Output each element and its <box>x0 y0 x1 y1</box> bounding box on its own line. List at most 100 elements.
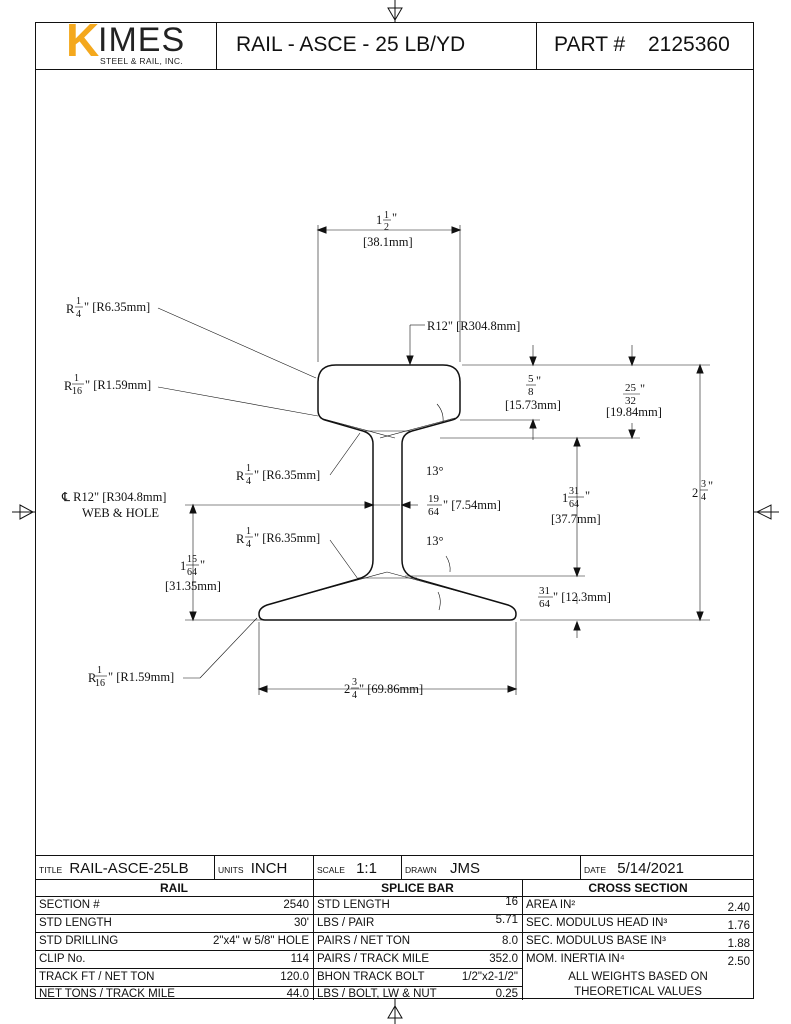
web-height-num: 31 <box>569 486 579 497</box>
base-width-mm: " [69.86mm] <box>359 682 423 696</box>
base-width-num: 3 <box>352 677 357 688</box>
splice-label: STD LENGTH <box>317 899 390 911</box>
head-width-den: 2 <box>384 222 389 233</box>
table-row: SECTION # 2540 <box>35 897 313 914</box>
table-row: SEC. MODULUS HEAD IN³ 1.76 <box>522 915 754 932</box>
cross-label: MOM. INERTIA IN⁴ <box>526 953 625 965</box>
units-label: UNITS <box>218 865 244 875</box>
hole-height-den: 64 <box>187 567 197 578</box>
splice-value: 1/2"x2-1/2" <box>461 971 518 983</box>
table-row: PAIRS / NET TON 8.0 <box>313 933 522 950</box>
web-height-whole: 1 <box>562 491 568 505</box>
cross-value: 1.76 <box>727 920 750 932</box>
web-height-inch: " <box>585 489 590 503</box>
head-depth-inch: " <box>536 374 541 388</box>
table-row: SEC. MODULUS BASE IN³ 1.88 <box>522 933 754 950</box>
table-row: PAIRS / TRACK MILE 352.0 <box>313 951 522 968</box>
cross-label: SEC. MODULUS HEAD IN³ <box>526 917 668 929</box>
hole-height-inch: " <box>200 558 205 572</box>
hole-height-whole: 1 <box>180 559 186 573</box>
drawing-header: K IMES STEEL & RAIL, INC. RAIL - ASCE - … <box>35 17 754 70</box>
splice-value: 8.0 <box>502 935 518 947</box>
table-row: BHON TRACK BOLT 1/2"x2-1/2" <box>313 969 522 986</box>
rail-label: SECTION # <box>39 899 100 911</box>
logo-wordmark: IMES <box>98 21 186 59</box>
splice-value: 16 <box>505 896 518 908</box>
title-value: RAIL-ASCE-25LB <box>69 860 189 877</box>
height-inch: " <box>708 479 713 493</box>
splice-label: LBS / BOLT, LW & NUT <box>317 988 437 1000</box>
date-label: DATE <box>584 865 607 875</box>
splice-label: PAIRS / TRACK MILE <box>317 953 430 965</box>
registration-mark-top <box>387 0 403 22</box>
cross-value: 2.40 <box>727 902 750 914</box>
logo-tagline: STEEL & RAIL, INC. <box>100 56 184 66</box>
base-thk-mm: " [12.3mm] <box>553 590 611 604</box>
cross-value: 2.50 <box>727 956 750 968</box>
table-row: LBS / PAIR 5.71 <box>313 914 522 932</box>
r16-low-letter: R <box>88 671 97 685</box>
r16-low-den: 16 <box>95 678 105 689</box>
base-width-whole: 2 <box>344 682 350 696</box>
r16-top-letter: R <box>64 379 73 393</box>
height-whole: 2 <box>692 486 698 500</box>
rail-value: 114 <box>290 953 309 965</box>
part-label: PART # <box>554 33 626 56</box>
rail-label: STD LENGTH <box>39 917 112 929</box>
weights-note-line2: THEORETICAL VALUES <box>574 986 702 998</box>
r-mid-letter: R <box>236 469 245 483</box>
web-hole-label: WEB & HOLE <box>82 506 159 520</box>
date-value: 5/14/2021 <box>617 860 684 877</box>
splice-value: 352.0 <box>489 953 518 965</box>
r16-low-num: 1 <box>97 665 102 676</box>
logo-letter-k: K <box>66 14 100 66</box>
table-row: LBS / BOLT, LW & NUT 0.25 <box>313 986 522 1003</box>
cross-label: AREA IN² <box>526 899 576 911</box>
divider <box>580 856 581 879</box>
divider <box>35 950 754 951</box>
rail-value: 44.0 <box>286 988 309 1000</box>
weights-note-line1: ALL WEIGHTS BASED ON <box>568 971 708 983</box>
table-row: STD LENGTH 16 <box>313 896 522 914</box>
drawing-title: RAIL - ASCE - 25 LB/YD <box>236 33 466 56</box>
rail-label: STD DRILLING <box>39 935 119 947</box>
divider <box>35 914 754 915</box>
r16-low-mm: " [R1.59mm] <box>108 670 174 684</box>
r-mid-num: 1 <box>246 463 251 474</box>
head-depth-den: 8 <box>528 386 534 398</box>
part-number: 2125360 <box>648 33 730 56</box>
cross-value: 1.88 <box>727 938 750 950</box>
table-row: CLIP No. 114 <box>35 951 313 968</box>
web-height-den: 64 <box>569 499 579 510</box>
cross-heading: CROSS SECTION <box>588 881 688 895</box>
head-width-inch: " <box>392 211 397 225</box>
divider <box>35 879 754 880</box>
registration-mark-bottom <box>387 999 403 1024</box>
drawn-value: JMS <box>450 860 480 877</box>
drawn-field: DRAWN JMS <box>405 860 480 877</box>
head-total-mm: [19.84mm] <box>606 405 662 419</box>
r-mid-den: 4 <box>246 476 251 487</box>
divider <box>313 879 314 1000</box>
header-divider <box>536 23 537 69</box>
r16-top-mm: " [R1.59mm] <box>85 378 151 392</box>
table-row: NET TONS / TRACK MILE 44.0 <box>35 986 313 1003</box>
rail-value: 2"x4" w 5/8" HOLE <box>213 935 309 947</box>
r-low-letter: R <box>236 532 245 546</box>
hole-height-num: 15 <box>187 554 197 565</box>
divider <box>214 856 215 879</box>
rail-heading: RAIL <box>160 881 188 895</box>
table-row: MOM. INERTIA IN⁴ 2.50 <box>522 951 754 968</box>
cross-label: SEC. MODULUS BASE IN³ <box>526 935 666 947</box>
r-top-mm: " [R6.35mm] <box>84 300 150 314</box>
base-width-den: 4 <box>352 690 357 701</box>
base-thk-den: 64 <box>539 598 551 610</box>
angle-top: 13° <box>426 464 444 478</box>
head-width-whole: 1 <box>376 213 382 227</box>
title-label: TITLE <box>39 865 63 875</box>
table-row: STD LENGTH 30' <box>35 915 313 932</box>
head-depth-num: 5 <box>528 373 534 385</box>
angle-bottom: 13° <box>426 534 444 548</box>
scale-field: SCALE 1:1 <box>317 860 377 877</box>
